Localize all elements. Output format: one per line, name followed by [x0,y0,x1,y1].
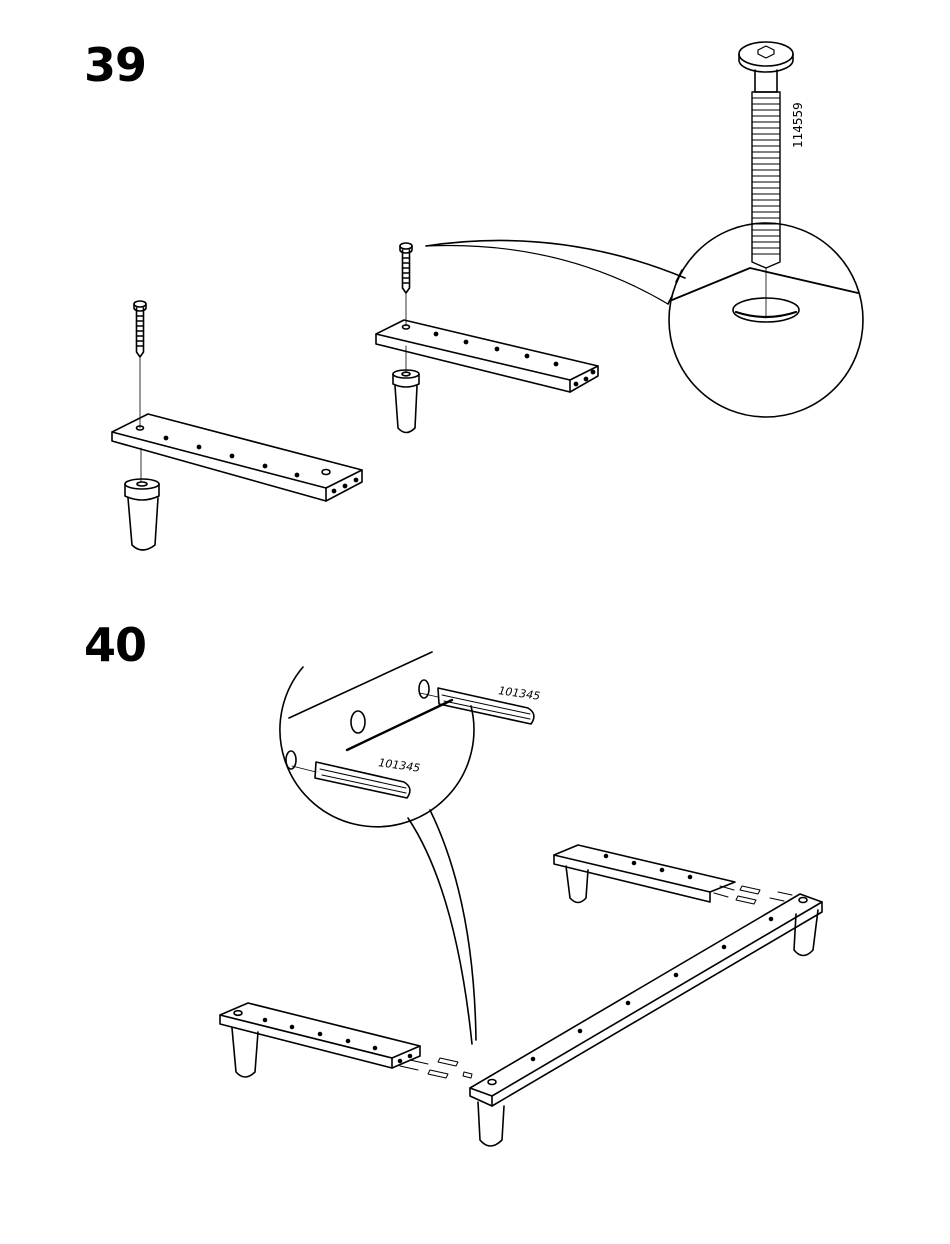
detail-callout [426,223,863,417]
leg-icon [393,370,419,433]
screw-icon [134,301,146,428]
dowel-part-label: 101345 [378,756,421,775]
screw-icon [400,243,412,326]
right-rail-assembly [376,243,598,433]
dowel-part-label: 101345 [498,684,541,703]
short-rail-front [220,1003,472,1078]
dowel-detail-callout [280,633,534,1044]
long-rail [470,892,822,1146]
rail [376,320,598,392]
leg-icon [125,479,159,550]
short-rail-back [554,845,760,904]
part-number-label: 114559 [791,102,805,148]
left-rail-assembly [112,301,362,550]
